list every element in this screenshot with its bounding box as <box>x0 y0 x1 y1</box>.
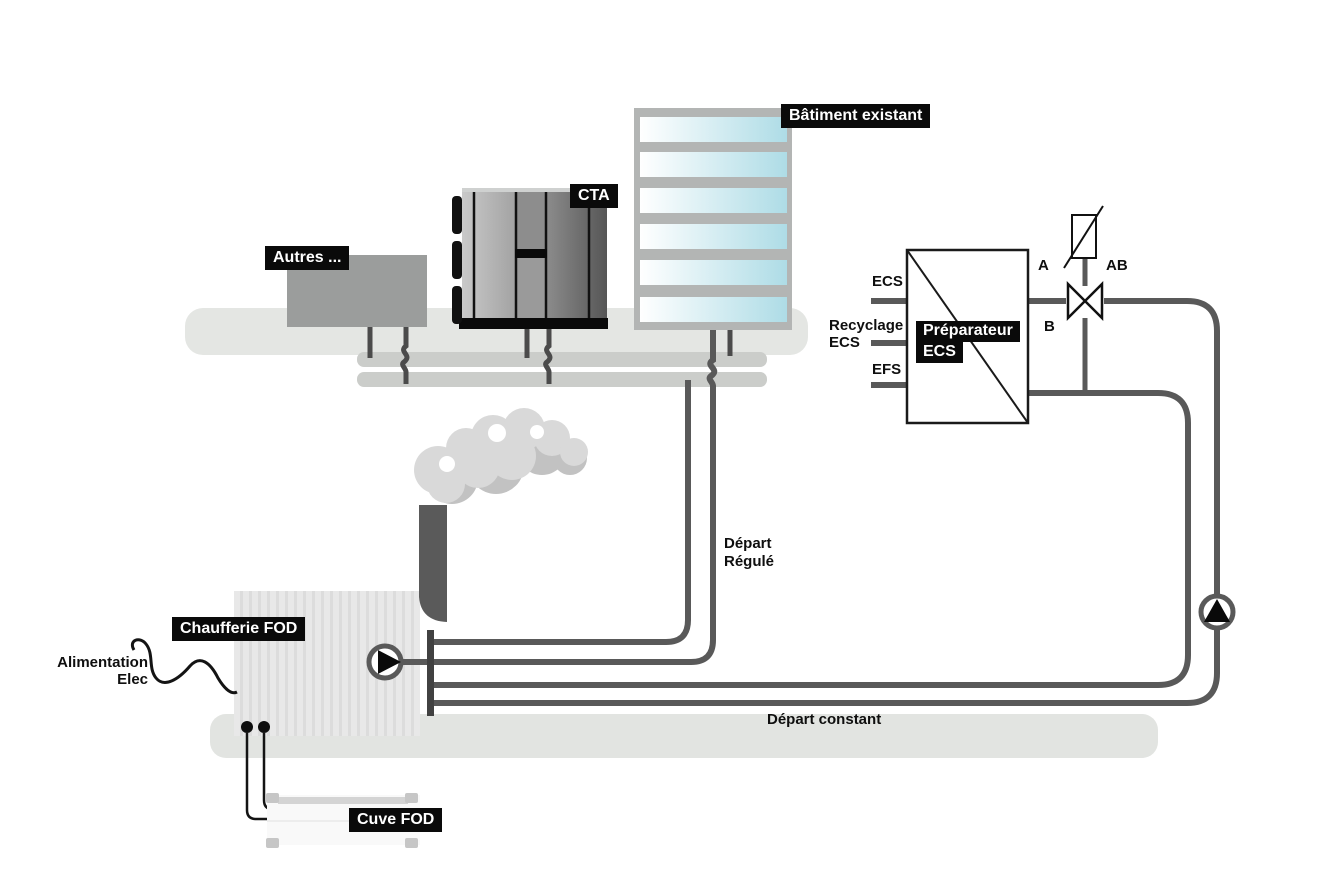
batiment-existant-label: Bâtiment existant <box>781 104 931 128</box>
cta-stub-2-break <box>543 329 553 384</box>
fuel-dot-2 <box>258 721 270 733</box>
tick-3 <box>427 674 434 698</box>
cta-unit <box>452 188 608 329</box>
cta-label: CTA <box>570 184 618 208</box>
recyclage-ecs-label-line1: Recyclage <box>829 317 904 334</box>
pipe-return-loop <box>428 390 1191 688</box>
smoke-icon <box>414 408 588 504</box>
tick-2 <box>427 650 434 674</box>
alimentation-elec-label: Alimentation Elec <box>36 654 148 688</box>
valve-actuator-icon <box>1063 205 1104 269</box>
recyclage-ecs-label-line2: ECS <box>829 334 860 351</box>
tick-1 <box>427 630 434 654</box>
cta-mid-upper <box>516 192 546 249</box>
distribution-bar-2 <box>357 372 767 387</box>
distribution-bar-1 <box>357 352 767 367</box>
three-way-valve-icon <box>1066 280 1104 322</box>
batiment-building <box>634 108 792 330</box>
cta-mid-lower <box>516 258 546 320</box>
preparateur-ecs-label-line2: ECS <box>916 342 963 363</box>
depart-constant-band <box>210 714 1158 758</box>
chaufferie-fod-label: Chaufferie FOD <box>172 617 306 641</box>
valve-port-a-label: A <box>1038 257 1049 274</box>
depart-regule-label-line1: Départ <box>724 535 772 552</box>
cta-tab-1 <box>452 196 462 234</box>
chimney <box>419 505 447 622</box>
preparateur-ecs-label: Préparateur ECS <box>916 321 1020 363</box>
building-window <box>640 224 787 249</box>
elec-wire <box>131 638 238 695</box>
boiler-pump-icon <box>366 643 404 681</box>
pipe-depart-regule-2 <box>402 330 718 665</box>
cta-base <box>459 318 608 329</box>
fuel-line-1 <box>245 733 271 821</box>
depart-constant-label: Départ constant <box>767 711 882 728</box>
ecs-supply-label: ECS <box>872 273 903 290</box>
cta-tab-2 <box>452 241 462 279</box>
cta-tab-3 <box>452 286 462 324</box>
building-window <box>640 297 787 322</box>
alimentation-elec-label-line1: Alimentation <box>57 654 148 671</box>
preparateur-ecs-label-line1: Préparateur <box>916 321 1020 342</box>
pipe-depart-regule-1 <box>428 380 691 645</box>
autres-label: Autres ... <box>265 246 350 270</box>
cuve-fod-label: Cuve FOD <box>349 808 443 832</box>
building-frame <box>634 108 792 330</box>
loop-pump-icon <box>1198 593 1236 631</box>
alimentation-elec-label-line2: Elec <box>117 671 148 688</box>
valve-port-ab-label: AB <box>1106 257 1128 274</box>
building-window <box>640 152 787 177</box>
efs-label: EFS <box>872 361 902 378</box>
tick-4 <box>427 692 434 716</box>
building-window <box>640 117 787 142</box>
cta-mid-bar <box>515 249 547 258</box>
pipe-depart-constant-loop <box>428 298 1220 706</box>
building-window <box>640 188 787 213</box>
cta-top-trim <box>462 188 607 193</box>
depart-regule-label: Départ Régulé <box>724 535 774 571</box>
depart-regule-label-line2: Régulé <box>724 553 775 570</box>
fuel-dot-1 <box>241 721 253 733</box>
recyclage-ecs-label: Recyclage ECS <box>829 317 903 351</box>
valve-port-b-label: B <box>1044 318 1055 335</box>
building-window <box>640 260 787 285</box>
autres-stub-2-break <box>400 327 410 384</box>
